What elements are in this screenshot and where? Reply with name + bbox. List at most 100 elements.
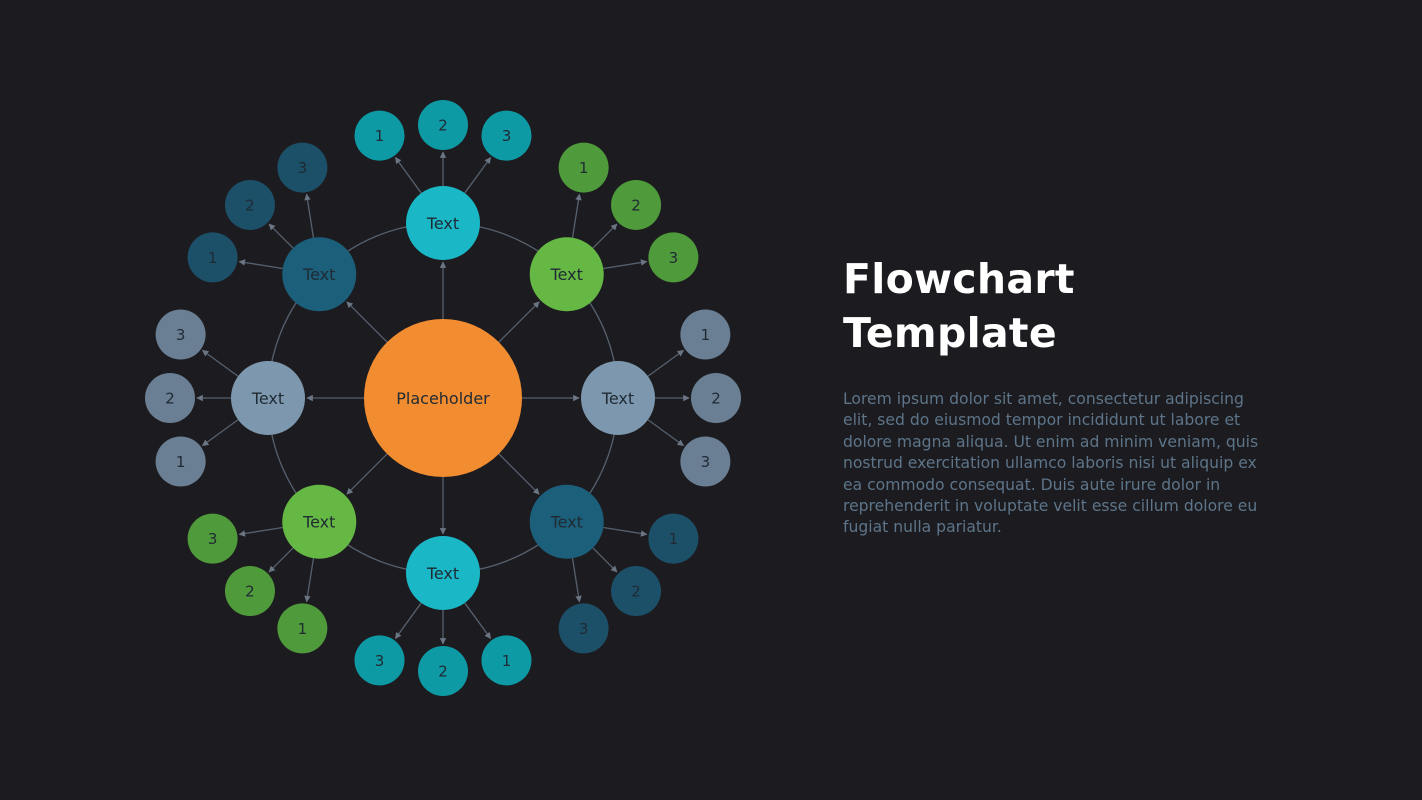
arrow-top-to-leaf-3 bbox=[464, 156, 492, 194]
branch-node-bottom-left[interactable]: Text bbox=[282, 484, 357, 559]
branch-node-top[interactable]: Text bbox=[406, 186, 480, 260]
leaf-node-bottom-right-3[interactable]: 3 bbox=[558, 603, 609, 654]
leaf-node-top-1-label: 1 bbox=[375, 127, 385, 145]
leaf-node-top-right-3[interactable]: 3 bbox=[648, 232, 699, 283]
branch-node-top-left[interactable]: Text bbox=[282, 237, 357, 312]
leaf-node-top-left-2-circle bbox=[224, 179, 275, 230]
leaf-node-left-1-circle bbox=[155, 436, 206, 487]
center-node[interactable]: Placeholder bbox=[364, 319, 522, 477]
leaf-node-bottom-left-1[interactable]: 1 bbox=[277, 603, 328, 654]
leaf-node-bottom-left-1-label: 1 bbox=[298, 620, 308, 638]
leaf-node-top-1[interactable]: 1 bbox=[354, 110, 405, 161]
leaf-node-bottom-left-2[interactable]: 2 bbox=[224, 566, 275, 617]
leaf-node-bottom-right-1-circle bbox=[648, 513, 699, 564]
arrow-bottom-right-to-leaf-2 bbox=[592, 547, 618, 573]
leaf-node-right-1[interactable]: 1 bbox=[680, 309, 731, 360]
leaf-node-left-1-label: 1 bbox=[176, 453, 186, 471]
leaf-node-top-right-2[interactable]: 2 bbox=[611, 179, 662, 230]
branch-node-top-right-label: Text bbox=[550, 265, 583, 284]
arrow-top-right-to-leaf-1 bbox=[571, 193, 582, 238]
leaf-node-top-left-1[interactable]: 1 bbox=[187, 232, 238, 283]
leaf-node-top-left-3[interactable]: 3 bbox=[277, 142, 328, 193]
leaf-node-left-3-label: 3 bbox=[176, 326, 186, 344]
arrow-center-to-bottom-right bbox=[498, 453, 540, 495]
leaf-node-left-1[interactable]: 1 bbox=[155, 436, 206, 487]
leaf-node-top-right-1[interactable]: 1 bbox=[558, 142, 609, 193]
leaf-node-bottom-3-circle bbox=[354, 635, 405, 686]
leaf-node-right-2-circle bbox=[691, 373, 741, 423]
leaf-node-top-left-2-label: 2 bbox=[245, 196, 255, 214]
leaf-node-bottom-left-3-circle bbox=[187, 513, 238, 564]
leaf-node-top-right-3-label: 3 bbox=[669, 249, 679, 267]
leaf-node-top-1-circle bbox=[354, 110, 405, 161]
leaf-node-left-3-circle bbox=[155, 309, 206, 360]
leaf-node-bottom-left-2-label: 2 bbox=[245, 582, 255, 600]
leaf-node-right-3[interactable]: 3 bbox=[680, 436, 731, 487]
arrow-top-right-to-leaf-3 bbox=[603, 259, 648, 270]
leaf-node-top-left-3-label: 3 bbox=[298, 159, 308, 177]
arrow-left-to-leaf-3 bbox=[201, 349, 239, 377]
arrow-bottom-left-to-leaf-2 bbox=[268, 547, 294, 573]
leaf-node-bottom-left-2-circle bbox=[224, 566, 275, 617]
leaf-node-left-2-circle bbox=[145, 373, 195, 423]
leaf-node-left-3[interactable]: 3 bbox=[155, 309, 206, 360]
leaf-node-right-2[interactable]: 2 bbox=[691, 373, 741, 423]
branch-node-top-left-circle bbox=[282, 237, 357, 312]
branch-node-left-circle bbox=[231, 361, 305, 435]
leaf-node-bottom-right-2-circle bbox=[611, 566, 662, 617]
leaf-node-top-3[interactable]: 3 bbox=[481, 110, 532, 161]
leaf-node-left-2[interactable]: 2 bbox=[145, 373, 195, 423]
slide-body-text: Lorem ipsum dolor sit amet, consectetur … bbox=[843, 390, 1259, 537]
branch-node-bottom-label: Text bbox=[426, 564, 459, 583]
arrow-center-to-bottom-left bbox=[346, 453, 388, 495]
branch-node-left[interactable]: Text bbox=[231, 361, 305, 435]
branch-node-bottom-left-circle bbox=[282, 484, 357, 559]
leaf-node-top-right-2-circle bbox=[611, 179, 662, 230]
leaf-node-top-right-1-label: 1 bbox=[579, 159, 589, 177]
center-node-label: Placeholder bbox=[396, 389, 490, 408]
arrow-left-to-leaf-1 bbox=[201, 419, 239, 447]
leaf-node-right-3-circle bbox=[680, 436, 731, 487]
leaf-node-bottom-left-1-circle bbox=[277, 603, 328, 654]
branch-node-bottom[interactable]: Text bbox=[406, 536, 480, 610]
arrow-top-right-to-leaf-2 bbox=[592, 223, 618, 249]
leaf-node-top-2[interactable]: 2 bbox=[418, 100, 468, 150]
branch-node-bottom-right[interactable]: Text bbox=[529, 484, 604, 559]
leaf-node-bottom-1[interactable]: 1 bbox=[481, 635, 532, 686]
leaf-node-bottom-right-3-circle bbox=[558, 603, 609, 654]
leaf-node-bottom-2-circle bbox=[418, 646, 468, 696]
leaf-node-top-left-2[interactable]: 2 bbox=[224, 179, 275, 230]
leaf-node-top-2-label: 2 bbox=[438, 116, 448, 134]
branch-node-top-circle bbox=[406, 186, 480, 260]
leaf-node-bottom-3[interactable]: 3 bbox=[354, 635, 405, 686]
arrow-right-to-leaf-1 bbox=[647, 349, 685, 377]
leaf-node-top-3-label: 3 bbox=[502, 127, 512, 145]
leaf-node-bottom-right-2-label: 2 bbox=[631, 582, 641, 600]
leaf-node-bottom-left-3-label: 3 bbox=[208, 530, 218, 548]
leaf-node-right-3-label: 3 bbox=[701, 453, 711, 471]
branch-node-top-right[interactable]: Text bbox=[529, 237, 604, 312]
leaf-node-top-2-circle bbox=[418, 100, 468, 150]
leaf-node-top-3-circle bbox=[481, 110, 532, 161]
arrow-center-to-top-right bbox=[498, 301, 540, 343]
arrow-bottom-left-to-leaf-3 bbox=[238, 526, 283, 537]
leaf-node-right-2-label: 2 bbox=[711, 389, 721, 407]
leaf-node-bottom-left-3[interactable]: 3 bbox=[187, 513, 238, 564]
branch-node-top-label: Text bbox=[426, 214, 459, 233]
branch-node-right[interactable]: Text bbox=[581, 361, 655, 435]
branch-node-right-label: Text bbox=[601, 389, 634, 408]
branch-node-left-label: Text bbox=[251, 389, 284, 408]
leaf-node-bottom-2[interactable]: 2 bbox=[418, 646, 468, 696]
leaf-node-bottom-right-2[interactable]: 2 bbox=[611, 566, 662, 617]
branch-node-bottom-right-label: Text bbox=[550, 513, 583, 532]
leaf-node-left-2-label: 2 bbox=[165, 389, 175, 407]
leaf-node-top-left-1-circle bbox=[187, 232, 238, 283]
leaf-node-bottom-right-1[interactable]: 1 bbox=[648, 513, 699, 564]
arrow-top-left-to-leaf-3 bbox=[304, 193, 315, 238]
arrow-bottom-to-leaf-3 bbox=[394, 602, 422, 640]
leaf-node-top-right-2-label: 2 bbox=[631, 196, 641, 214]
arrow-bottom-left-to-leaf-1 bbox=[304, 558, 315, 603]
